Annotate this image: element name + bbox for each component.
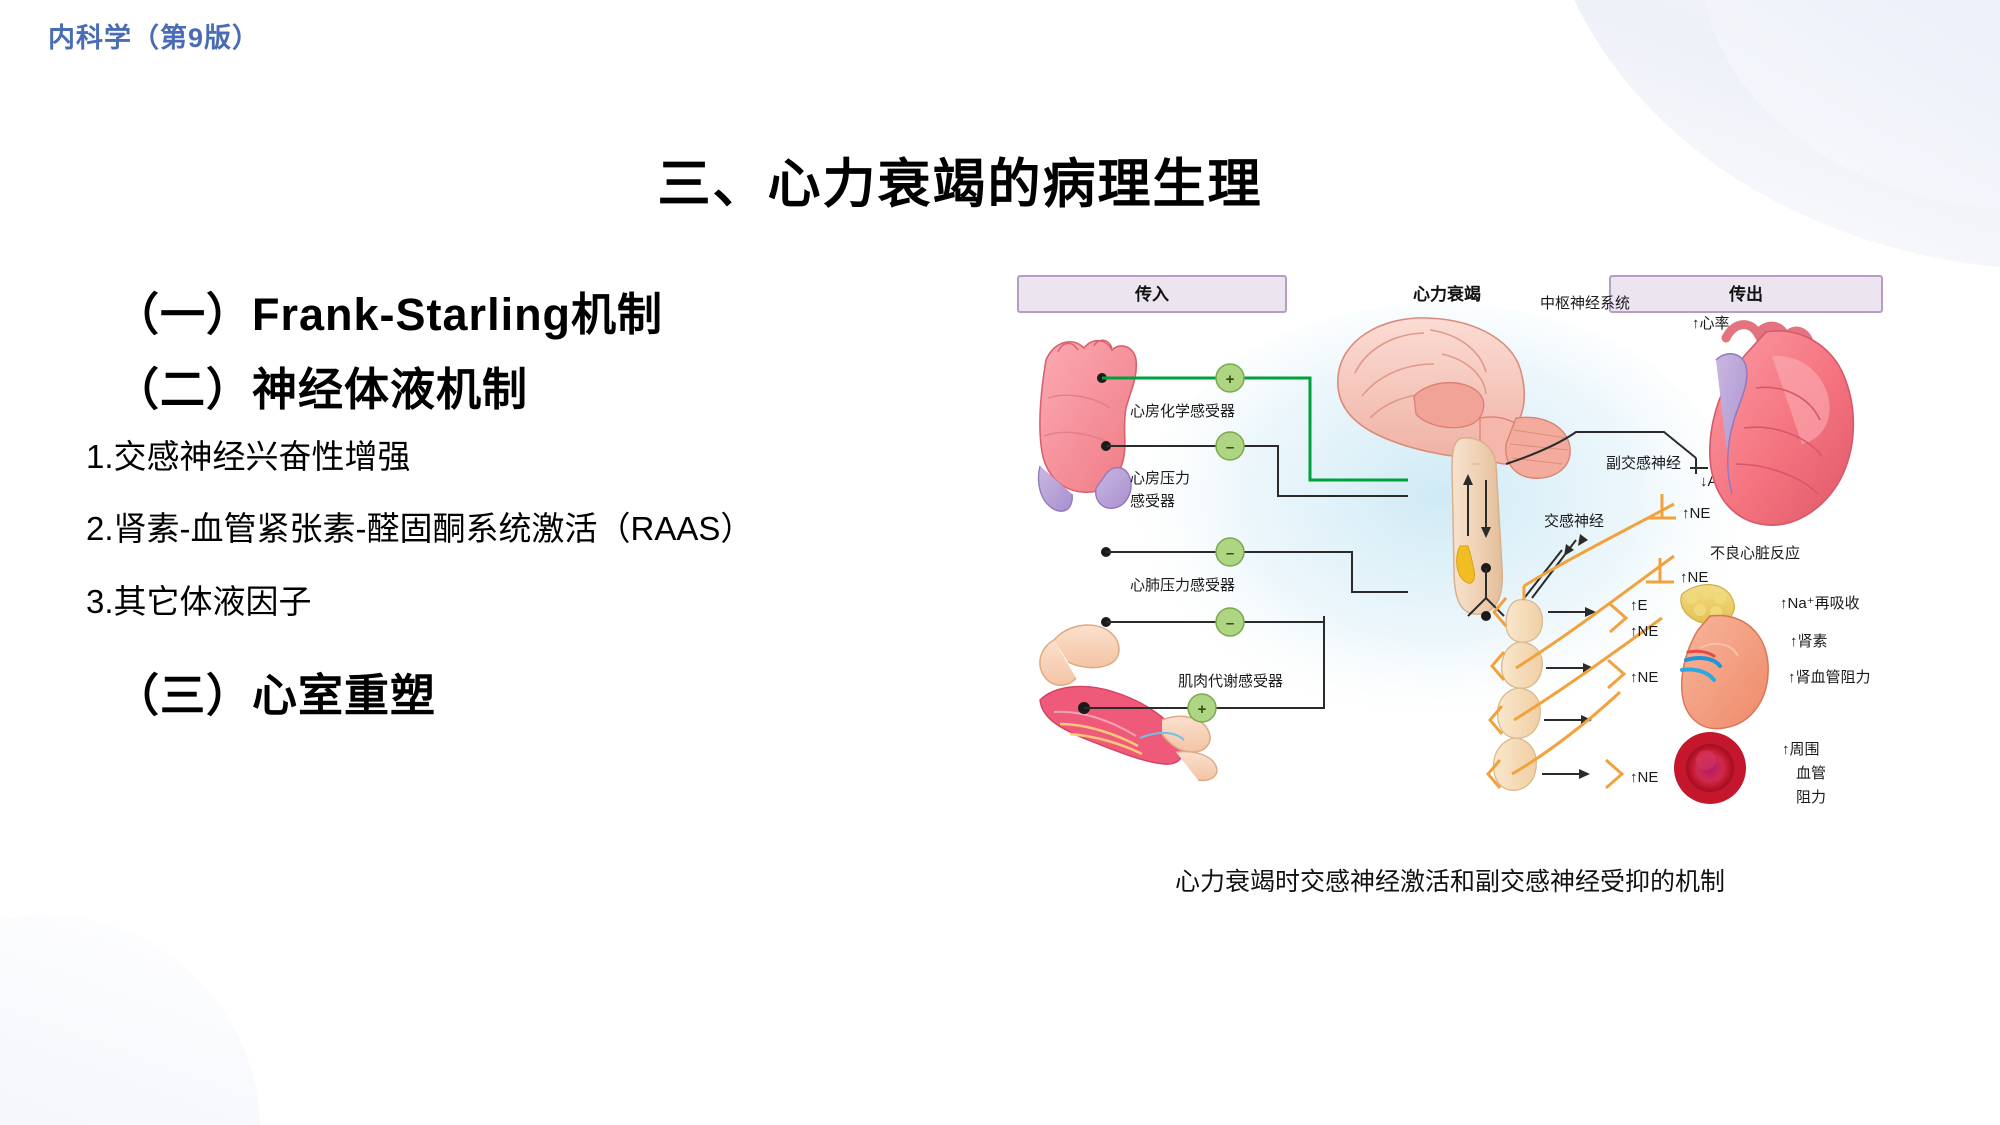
pathophysiology-diagram: 传入 心力衰竭 传出 [1010,268,1890,838]
banner-efferent: 传出 [1609,275,1883,313]
label-sympathetic: 交感神经 [1544,512,1604,530]
wire-atrial-chemoreceptor [1102,376,1408,482]
label-ne-kidney-2: ↑NE [1630,669,1658,686]
page-title: 三、心力衰竭的病理生理 [0,142,2000,218]
node-plus-metaboreceptor-sign: + [1198,701,1207,718]
node-minus-lower: – [1215,607,1245,637]
kidney-illustration [1680,584,1769,730]
label-e-kidney: ↑E [1630,597,1648,614]
node-minus-atrial-baroreceptor: – [1215,431,1245,461]
outline-heading-1: （一）Frank-Starling机制 [114,289,664,340]
banner-afferent-label: 传入 [1134,284,1169,304]
wire-cardiopulmonary-baroreceptor [1106,551,1408,593]
outline-list: （一）Frank-Starling机制 （二）神经体液机制 1.交感神经兴奋性增… [86,288,946,744]
arm-muscle-illustration [1039,624,1218,782]
label-renin: ↑肾素 [1790,633,1828,650]
outline-heading-2: （二）神经体液机制 [114,364,529,416]
heart-left-illustration [1037,339,1138,512]
glow-backdrop [1140,303,1740,733]
node-minus-atrial-baroreceptor-sign: – [1226,439,1234,456]
node-plus-chemoreceptor-sign: + [1226,371,1235,388]
label-parasympathetic: 副交感神经 [1606,454,1681,472]
diagram-svg: 传入 心力衰竭 传出 [1010,268,1890,838]
label-ne-heart-2: ↑NE [1680,569,1708,586]
label-ne-kidney-1: ↑NE [1630,623,1658,640]
label-atrial-baroreceptor-line2: 感受器 [1130,493,1175,510]
label-atrial-baroreceptor-line1: 心房压力 [1130,470,1190,487]
label-peripheral-line3: 阻力 [1796,789,1826,806]
ne-terminal-vessel [1605,758,1625,790]
wire-atrial-baroreceptor [1106,445,1408,497]
figure-caption: 心力衰竭时交感神经激活和副交感神经受抑的机制 [1174,868,1725,896]
label-atrial-chemoreceptor: 心房化学感受器 [1130,403,1235,420]
banner-afferent: 传入 [1017,275,1287,313]
label-renal-resistance: ↑肾血管阻力 [1788,669,1871,686]
node-plus-metaboreceptor: + [1187,693,1217,723]
label-cns: 中枢神经系统 [1540,295,1630,312]
decorative-corner-bottom-left [0,915,260,1125]
label-peripheral-line2: 血管 [1796,765,1826,782]
banner-efferent-label: 传出 [1728,284,1763,304]
outline-item-1: 1.交感神经兴奋性增强 [86,438,411,476]
node-minus-cardiopulmonary-sign: – [1226,545,1234,562]
label-muscle-metaboreceptor: 肌肉代谢感受器 [1178,673,1283,690]
node-minus-lower-sign: – [1226,615,1234,632]
ne-terminal-heart-2 [1646,558,1674,584]
sympathetic-ganglion-marks [1486,597,1508,789]
label-heart-rate: ↑心率 [1692,315,1730,332]
wire-muscle-metaboreceptor [1084,616,1325,709]
ach-bracket [1690,458,1708,474]
label-na-reabsorption: ↑Na⁺再吸收 [1780,595,1860,612]
label-adverse-cardiac: 不良心脏反应 [1710,544,1800,562]
outline-heading-3: （三）心室重塑 [114,669,437,721]
node-plus-chemoreceptor: + [1215,363,1245,393]
outline-item-2: 2.肾素-血管紧张素-醛固酮系统激活（RAAS） [86,510,754,548]
page-title-text: 三、心力衰竭的病理生理 [657,155,1263,214]
label-ne-heart-1: ↑NE [1682,505,1710,522]
brand-title: 内科学（第9版） [48,23,261,53]
node-minus-cardiopulmonary: – [1215,537,1245,567]
outline-item-3: 3.其它体液因子 [86,582,312,620]
ne-terminal-kidney [1607,602,1629,690]
heart-right-illustration [1709,320,1855,526]
ne-terminal-heart-1 [1648,494,1676,520]
brainstem-arrows [1456,474,1505,621]
label-peripheral-line1: ↑周围 [1782,741,1820,758]
wire-parasympathetic [1505,431,1697,465]
banner-center-label: 心力衰竭 [1413,284,1481,304]
orange-efferent-fibers [1511,502,1675,776]
label-ne-vessel: ↑NE [1630,769,1658,786]
label-cardiopulmonary-baroreceptor: 心肺压力感受器 [1130,577,1235,594]
vessel-rbc-illustration [1674,732,1746,804]
